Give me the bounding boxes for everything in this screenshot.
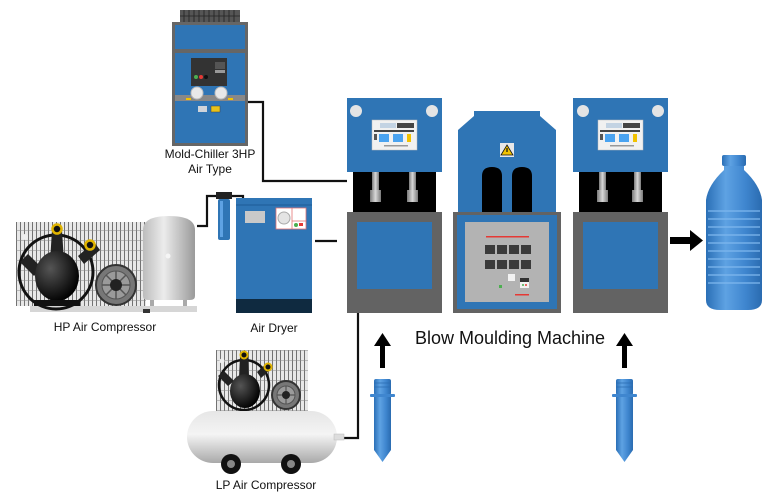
air-filter: [216, 192, 232, 240]
heater-switch: [508, 274, 515, 281]
pipe-compressor-to-filter: [197, 194, 216, 228]
warning-icon: [500, 143, 514, 157]
heater-led-green: [499, 285, 502, 288]
dryer-gauge: [277, 211, 291, 225]
blow-station-left-hmi: [371, 119, 418, 151]
chiller-led-red: [199, 75, 203, 79]
arrow-output-right-icon: [670, 230, 703, 251]
mold-chiller-label-line1: Mold-Chiller 3HP: [164, 147, 256, 161]
pipe-lp-to-machine: [344, 313, 360, 440]
dryer-base: [236, 299, 312, 313]
chiller-gauge-right: [214, 86, 228, 100]
heater-oven: [453, 111, 561, 313]
blow-station-right-mold-area: [579, 172, 662, 212]
hp-air-compressor: [16, 216, 197, 313]
chiller-nameplate: [198, 106, 207, 112]
blow-station-left-mold-area: [353, 172, 436, 212]
chiller-fan-grille: [180, 10, 240, 23]
lp-receiver-tank: [187, 411, 345, 463]
blow-moulding-machine-label: Blow Moulding Machine: [414, 328, 606, 348]
hp-cylinder-cap-top: [51, 223, 63, 235]
hp-flywheel: [95, 264, 137, 306]
lp-flywheel: [271, 380, 301, 410]
hp-receiver-tank: [143, 216, 195, 306]
air-dryer-label: Air Dryer: [250, 321, 298, 335]
blow-station-right-hmi: [597, 119, 644, 151]
chiller-gauge-left: [190, 86, 204, 100]
blow-station-right: [573, 98, 668, 313]
hp-base-rail: [30, 306, 197, 312]
mold-chiller-label-line2: Air Type: [188, 162, 232, 176]
pet-bottle: [706, 155, 762, 310]
preform-left: [370, 379, 395, 462]
dryer-led-green: [294, 223, 298, 227]
air-dryer: [236, 198, 312, 313]
dryer-led-red: [299, 223, 303, 226]
blow-station-left: [347, 98, 442, 313]
pipe-chiller-to-machine: [248, 100, 347, 183]
heater-inverter: [520, 278, 529, 288]
pipes: [197, 100, 360, 440]
lp-pump-head: [217, 350, 273, 412]
arrow-preform-left-up-icon: [374, 333, 391, 368]
dryer-nameplate: [245, 211, 265, 223]
preform-right: [612, 379, 637, 462]
mold-chiller-label: Mold-Chiller 3HP Air Type: [150, 147, 270, 177]
lp-air-compressor: [187, 350, 345, 474]
heater-zone-buttons: [485, 245, 531, 269]
hp-air-compressor-label: HP Air Compressor: [53, 320, 157, 334]
arrow-preform-right-up-icon: [616, 333, 633, 368]
chiller-led-green: [194, 75, 198, 79]
hp-cylinder-cap-right: [84, 239, 96, 251]
hp-pump-head: [17, 223, 100, 311]
lp-air-compressor-label: LP Air Compressor: [215, 478, 317, 492]
mold-chiller: [172, 10, 248, 146]
ce-mark: [210, 105, 221, 113]
